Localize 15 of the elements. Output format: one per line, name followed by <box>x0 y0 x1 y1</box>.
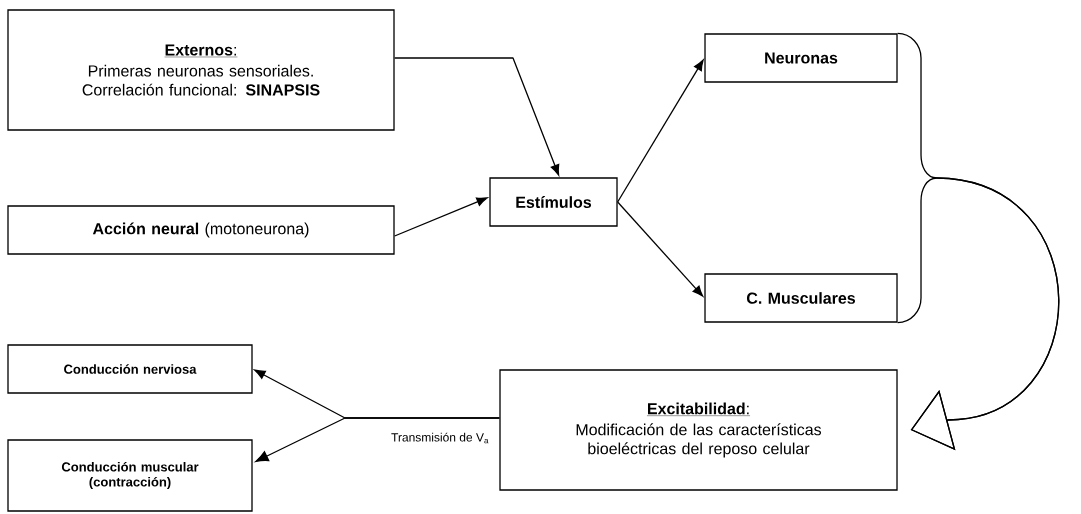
text-box: Externos: Primeras neuronas sensoriales. Correlación funcional: SINAPSIS <box>7 9 395 131</box>
text-box: Excitabilidad: Modificación de las características bioeléctricas del reposo celular <box>499 369 898 491</box>
arrow <box>617 201 704 297</box>
edge-label: Transmisión de V$_{a}$ <box>390 431 490 445</box>
text-box: C. Musculares <box>704 273 898 323</box>
text-box: Conducción nerviosa <box>7 344 253 394</box>
arrow <box>255 417 500 463</box>
text-box: Acción neural (motoneurona) <box>7 205 395 255</box>
text-box: Conducción muscular (contracción) <box>7 439 253 512</box>
text-box: Estímulos <box>489 177 618 227</box>
text-box: Neuronas <box>704 33 898 83</box>
arrow <box>617 59 704 203</box>
arrow <box>394 197 488 237</box>
arrow <box>897 177 1060 451</box>
arrow <box>394 57 560 176</box>
